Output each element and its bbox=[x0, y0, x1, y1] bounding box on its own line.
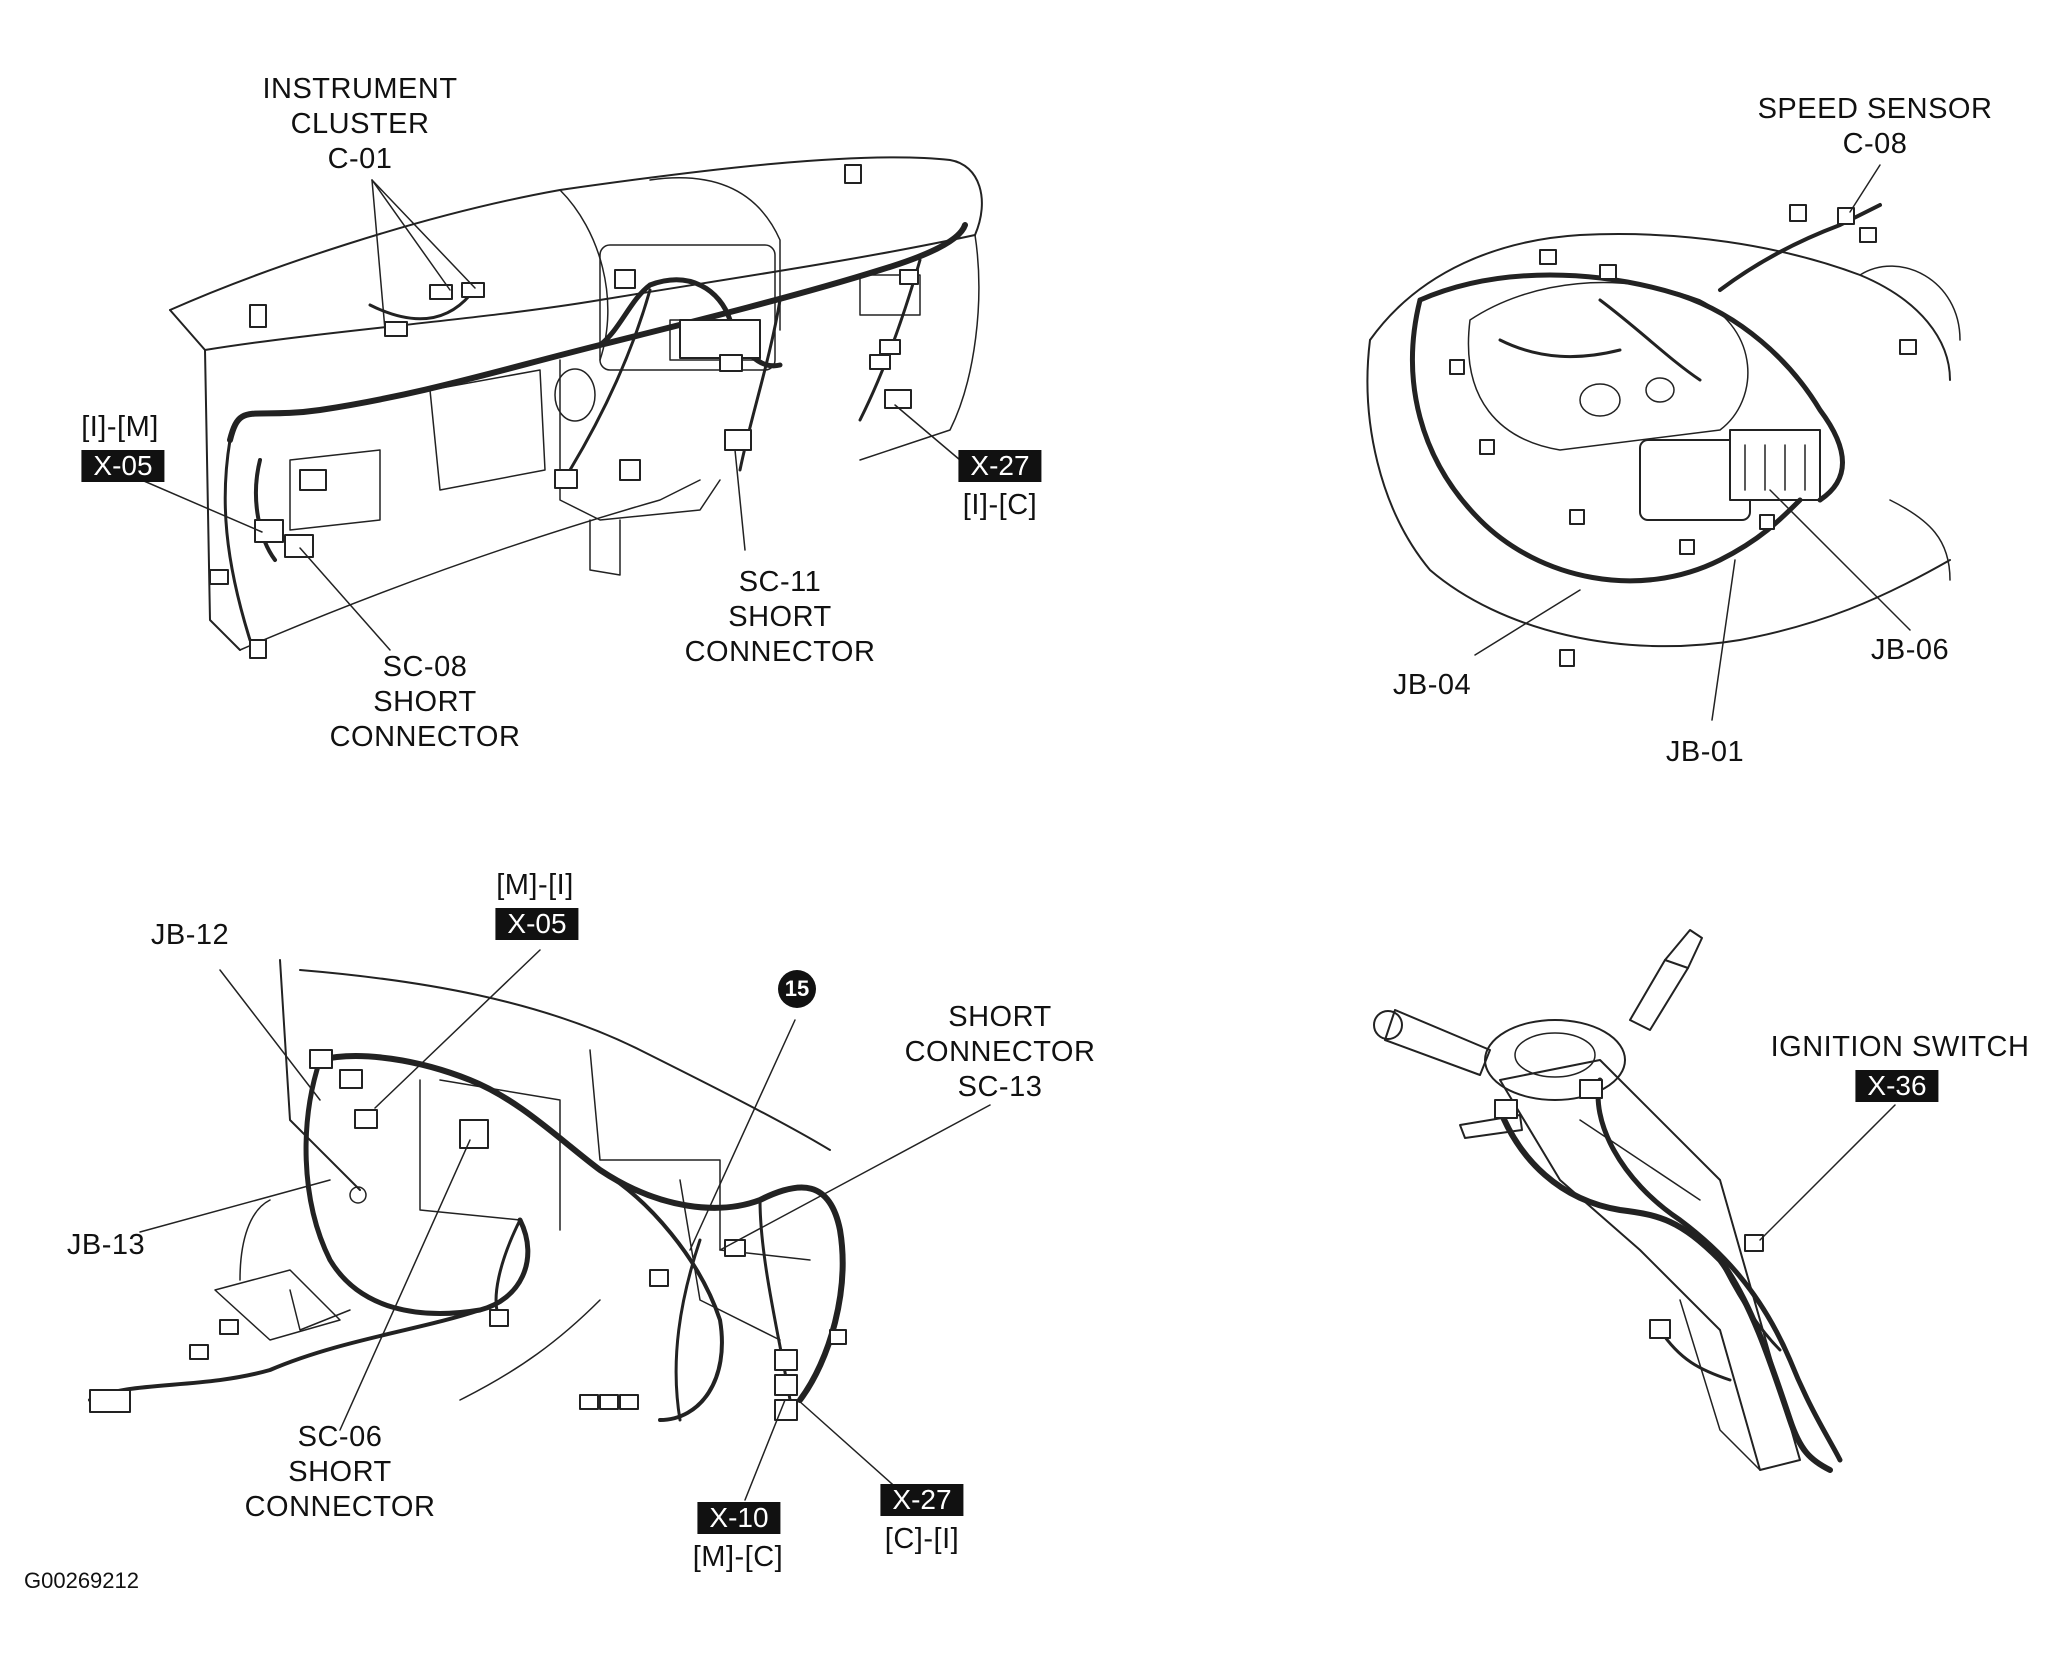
speed-sensor-line1: SPEED SENSOR bbox=[1757, 93, 1993, 125]
sc08-line1: SC-08 bbox=[382, 651, 468, 683]
sc11-line2: SHORT bbox=[728, 601, 832, 633]
instrument-panel-drawing bbox=[129, 156, 983, 659]
label-x05-route-top: [I]-[M] bbox=[81, 411, 159, 443]
instrument-cluster-line2: CLUSTER bbox=[290, 108, 430, 140]
label-speed-sensor: SPEED SENSOR C-08 bbox=[1758, 92, 1993, 162]
tag-x27-bottom: X-27 bbox=[880, 1484, 964, 1516]
label-x05-route-bottom: [M]-[I] bbox=[496, 869, 574, 901]
main-harness-drawing bbox=[88, 949, 991, 1501]
label-jb13: JB-13 bbox=[66, 1229, 146, 1261]
sc11-line1: SC-11 bbox=[738, 566, 822, 598]
sc06-line1: SC-06 bbox=[297, 1421, 383, 1453]
sc08-line3: CONNECTOR bbox=[329, 721, 521, 753]
engine-bay-drawing bbox=[1366, 164, 1961, 721]
label-jb12: JB-12 bbox=[150, 919, 230, 951]
instrument-cluster-line3: C-01 bbox=[327, 143, 393, 175]
sc13-line3: SC-13 bbox=[957, 1071, 1043, 1103]
tag-x05-bottom: X-05 bbox=[495, 908, 579, 940]
sc08-line2: SHORT bbox=[373, 686, 477, 718]
label-x10-route: [M]-[C] bbox=[692, 1541, 784, 1573]
sc13-line2: CONNECTOR bbox=[904, 1036, 1096, 1068]
tag-x36: X-36 bbox=[1855, 1070, 1939, 1102]
steering-column-drawing bbox=[1373, 929, 1896, 1473]
label-jb01: JB-01 bbox=[1665, 736, 1745, 768]
tag-x10: X-10 bbox=[697, 1502, 781, 1534]
instrument-cluster-line1: INSTRUMENT bbox=[262, 73, 458, 105]
figure-id: G00269212 bbox=[24, 1568, 139, 1593]
sc06-line3: CONNECTOR bbox=[244, 1491, 436, 1523]
label-x27-route-top: [I]-[C] bbox=[962, 489, 1038, 521]
sc13-line1: SHORT bbox=[948, 1001, 1052, 1033]
label-jb06: JB-06 bbox=[1870, 634, 1950, 666]
sc11-line3: CONNECTOR bbox=[684, 636, 876, 668]
speed-sensor-line2: C-08 bbox=[1842, 128, 1908, 160]
label-sc06: SC-06 SHORT CONNECTOR bbox=[245, 1420, 436, 1525]
label-jb04: JB-04 bbox=[1392, 669, 1472, 701]
label-ignition-switch: IGNITION SWITCH bbox=[1770, 1031, 2030, 1063]
sc06-line2: SHORT bbox=[288, 1456, 392, 1488]
label-sc08: SC-08 SHORT CONNECTOR bbox=[330, 650, 521, 755]
tag-x05-top: X-05 bbox=[81, 450, 165, 482]
label-instrument-cluster: INSTRUMENT CLUSTER C-01 bbox=[262, 72, 457, 177]
tag-x27-top: X-27 bbox=[958, 450, 1042, 482]
label-x27-route-bottom: [C]-[I] bbox=[884, 1523, 960, 1555]
callout-15: 15 bbox=[778, 970, 816, 1008]
label-sc11: SC-11 SHORT CONNECTOR bbox=[685, 565, 876, 670]
label-sc13: SHORT CONNECTOR SC-13 bbox=[905, 1000, 1096, 1105]
